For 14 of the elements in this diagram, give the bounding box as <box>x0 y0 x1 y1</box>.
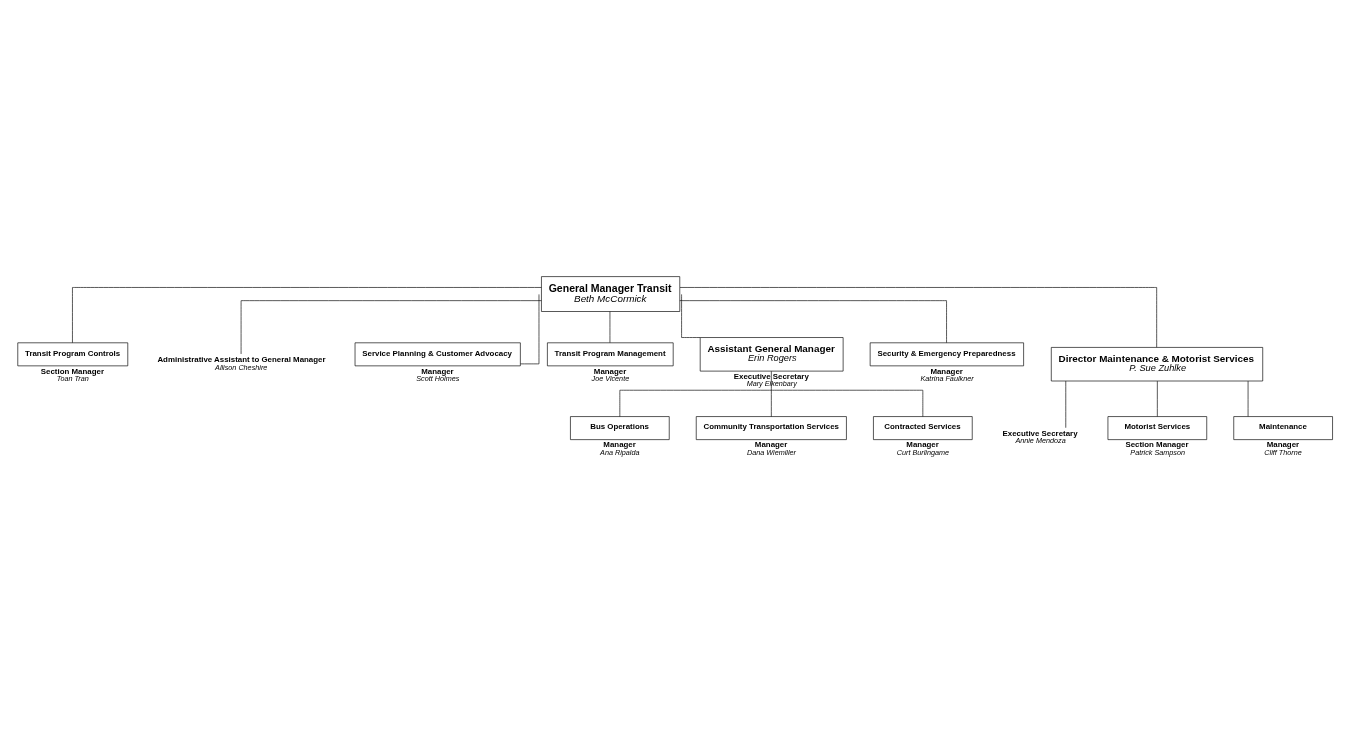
connector <box>1247 380 1249 417</box>
connector <box>520 293 540 364</box>
connector <box>771 389 924 417</box>
connector <box>72 286 542 343</box>
connector <box>240 299 542 354</box>
connector <box>1157 380 1158 417</box>
node-label: Mary Eikenbary <box>746 378 797 388</box>
node-label: Toan Tran <box>56 373 89 383</box>
connector <box>609 310 611 343</box>
connector <box>679 286 1157 348</box>
connector <box>771 370 772 417</box>
connector <box>679 299 947 343</box>
connector <box>619 389 773 417</box>
connector <box>681 293 701 338</box>
